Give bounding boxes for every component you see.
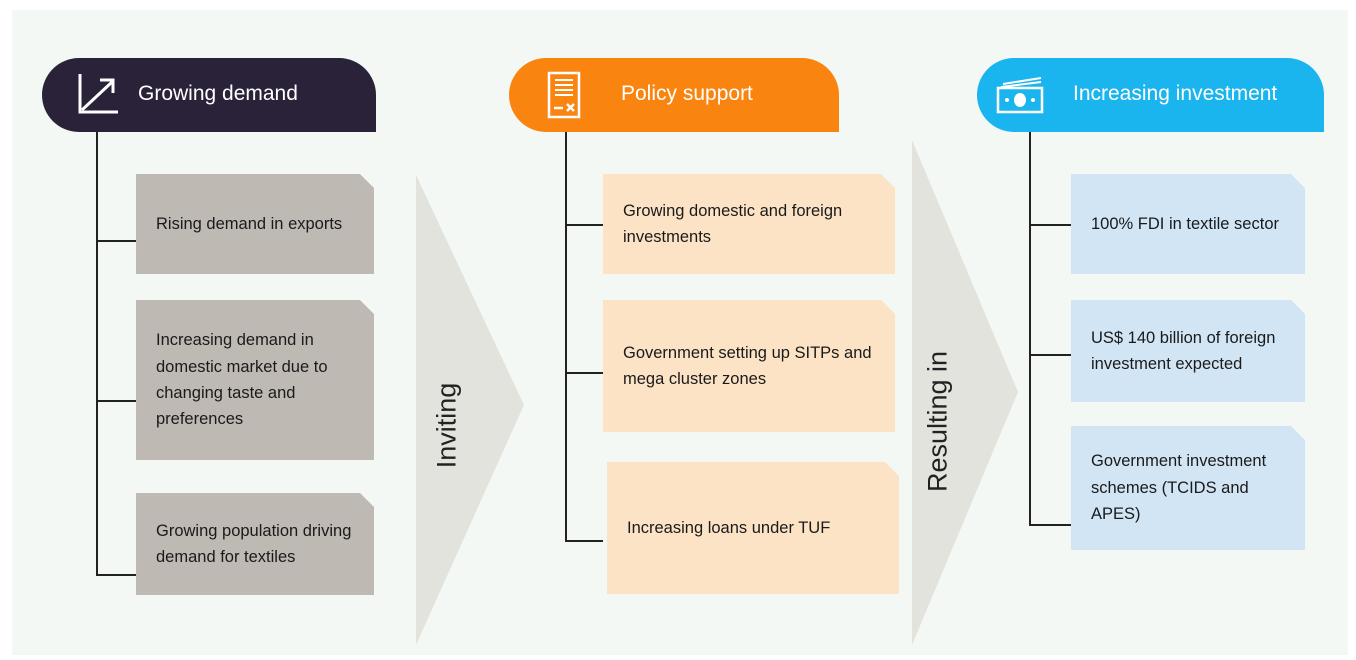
connector-line xyxy=(1029,524,1071,526)
list-item: Growing population driving demand for te… xyxy=(136,493,374,595)
header-growing-demand: Growing demand xyxy=(42,58,376,132)
connector-line xyxy=(96,400,136,402)
arrow-shape xyxy=(912,140,1018,645)
connector-line xyxy=(96,240,136,242)
trend-up-icon xyxy=(78,74,118,114)
list-item: US$ 140 billion of foreign investment ex… xyxy=(1071,300,1305,402)
connector-line xyxy=(565,372,603,374)
connector-line xyxy=(1029,132,1031,524)
list-item: Government investment schemes (TCIDS and… xyxy=(1071,426,1305,550)
header-title: Growing demand xyxy=(138,82,298,105)
arrow-label-inviting: Inviting xyxy=(431,382,462,469)
list-item: Increasing demand in domestic market due… xyxy=(136,300,374,460)
connector-line xyxy=(1029,224,1071,226)
arrow-label-resulting-in: Resulting in xyxy=(922,350,953,493)
money-icon xyxy=(996,77,1044,114)
list-item: Increasing loans under TUF xyxy=(607,462,899,594)
connector-line xyxy=(565,132,567,540)
header-policy-support: Policy support xyxy=(509,58,839,132)
list-item: Growing domestic and foreign investments xyxy=(603,174,895,274)
header-increasing-investment: Increasing investment xyxy=(977,58,1324,132)
connector-line xyxy=(96,574,136,576)
connector-line xyxy=(96,132,98,574)
header-title: Increasing investment xyxy=(1073,82,1278,105)
arrow-shape xyxy=(416,175,524,645)
connector-line xyxy=(1029,354,1071,356)
list-item: Rising demand in exports xyxy=(136,174,374,274)
connector-line xyxy=(565,540,603,542)
list-item: Government setting up SITPs and mega clu… xyxy=(603,300,895,432)
list-item: 100% FDI in textile sector xyxy=(1071,174,1305,274)
connector-line xyxy=(565,224,603,226)
document-icon xyxy=(547,71,581,119)
diagram-canvas: Growing demand Rising demand in exports … xyxy=(12,10,1348,655)
header-title: Policy support xyxy=(621,82,753,105)
